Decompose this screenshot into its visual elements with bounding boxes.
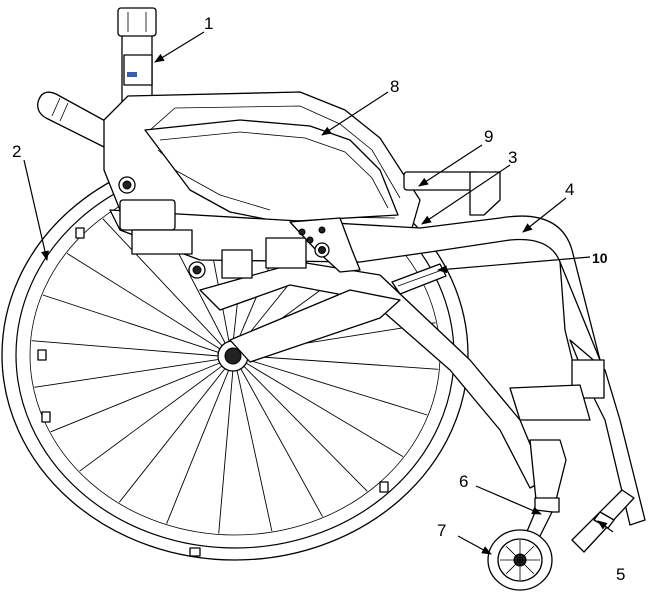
pushrim-tab xyxy=(41,411,51,423)
pushrim-tab xyxy=(37,349,47,361)
brake-assembly xyxy=(403,171,501,216)
leader-lines xyxy=(23,31,614,555)
callout-label-7: 7 xyxy=(437,521,446,540)
bolt xyxy=(122,180,132,190)
frame-clamps xyxy=(118,176,361,279)
bolt xyxy=(318,226,326,234)
callout-label-5: 5 xyxy=(616,565,625,584)
spoke xyxy=(244,362,404,457)
bolt xyxy=(306,236,314,244)
side-guard xyxy=(144,119,399,223)
spoke xyxy=(166,368,230,524)
backrest-upright xyxy=(117,7,157,131)
spoke xyxy=(34,358,220,388)
spoke xyxy=(218,368,234,534)
callout-label-3: 3 xyxy=(508,148,517,167)
spoke xyxy=(102,218,224,348)
callout-label-10: 10 xyxy=(592,250,608,266)
release-lever xyxy=(391,263,447,295)
bolt xyxy=(298,228,306,236)
spoke xyxy=(239,367,323,517)
spoke xyxy=(236,368,273,532)
pushrim-tab xyxy=(75,227,85,239)
spoke xyxy=(79,364,224,472)
pushrim-tab xyxy=(379,481,389,493)
callout-label-1: 1 xyxy=(204,14,213,33)
caster-wheel xyxy=(487,529,553,591)
spoke xyxy=(31,340,220,357)
callout-label-6: 6 xyxy=(459,472,468,491)
callout-label-9: 9 xyxy=(484,127,493,146)
footrest xyxy=(571,489,635,553)
callout-label-8: 8 xyxy=(390,77,399,96)
callout-label-4: 4 xyxy=(565,180,574,199)
spoke xyxy=(118,366,227,503)
pushrim-tab xyxy=(189,547,201,557)
spoke xyxy=(246,355,439,370)
bolt xyxy=(318,246,326,254)
callout-label-2: 2 xyxy=(12,142,21,161)
rear-wheel-axle xyxy=(224,347,242,365)
spoke xyxy=(242,364,368,492)
spoke xyxy=(66,253,222,350)
spoke xyxy=(246,358,428,416)
callout-labels: 1 2 3 4 5 6 7 8 9 10 xyxy=(12,14,625,584)
spoke xyxy=(50,362,222,433)
bolt xyxy=(192,265,202,275)
spoke xyxy=(42,294,220,354)
